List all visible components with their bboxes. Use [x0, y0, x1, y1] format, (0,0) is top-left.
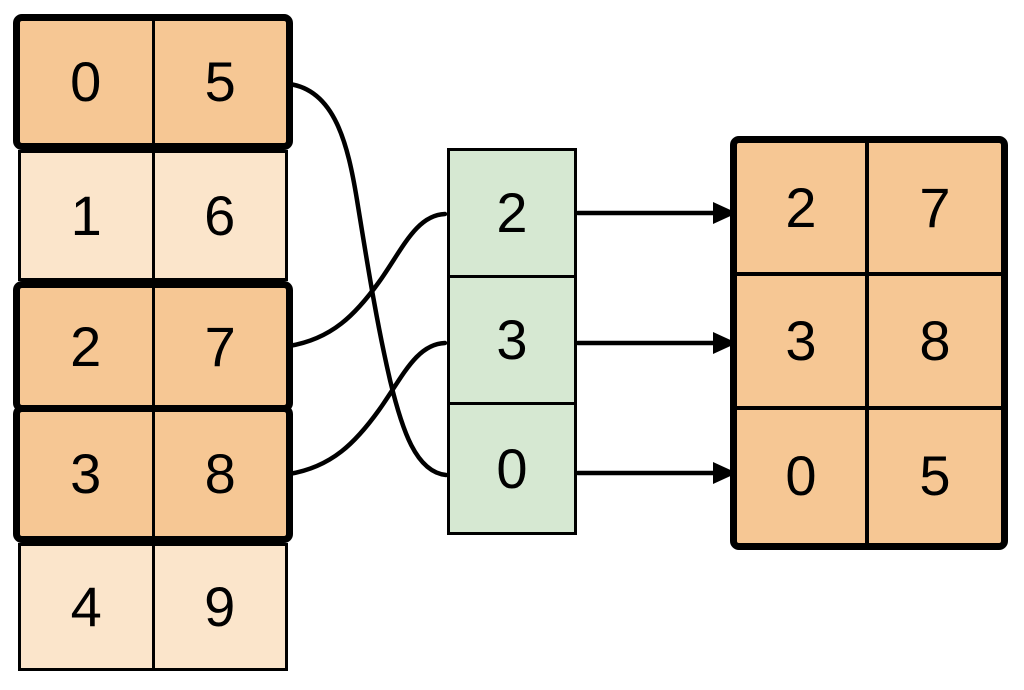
- source-row-0: 0 5: [13, 14, 293, 150]
- index-cell-2: 0: [496, 436, 528, 500]
- result-table: 2 7 3 8 0 5: [730, 136, 1008, 550]
- source-cell-4-1: 9: [204, 575, 236, 638]
- result-cell-0-1: 7: [869, 143, 1001, 277]
- source-row-2: 2 7: [13, 281, 293, 412]
- connector-source-row0-to-index2: [286, 81, 449, 478]
- index-column: 2 3 0: [447, 148, 577, 535]
- result-cell-1-1: 8: [869, 276, 1001, 410]
- source-row-4: 4 9: [18, 543, 288, 671]
- source-cell-2-0: 2: [20, 288, 155, 405]
- source-cell-3-0: 3: [20, 412, 155, 536]
- result-cell-0-0: 2: [737, 143, 869, 277]
- index-cell-1: 3: [450, 278, 574, 405]
- source-cell-1-1: 6: [204, 183, 236, 247]
- source-cell-4-0: 4: [21, 546, 155, 668]
- source-cell-0-0: 0: [20, 21, 155, 143]
- source-cell-1-0: 1: [21, 153, 155, 278]
- result-cell-2-1: 5: [919, 444, 951, 508]
- source-row-1: 1 6: [18, 150, 288, 281]
- result-cell-2-0: 0: [737, 409, 869, 543]
- index-cell-0: 2: [450, 151, 574, 278]
- source-cell-3-1: 8: [204, 442, 236, 505]
- connector-source-row2-to-index0: [286, 211, 448, 349]
- result-cell-1-0: 3: [737, 276, 869, 410]
- connector-source-row3-to-index1: [286, 340, 448, 477]
- source-cell-2-1: 7: [204, 314, 236, 378]
- source-cell-0-1: 5: [204, 50, 236, 113]
- source-row-3: 3 8: [13, 405, 293, 543]
